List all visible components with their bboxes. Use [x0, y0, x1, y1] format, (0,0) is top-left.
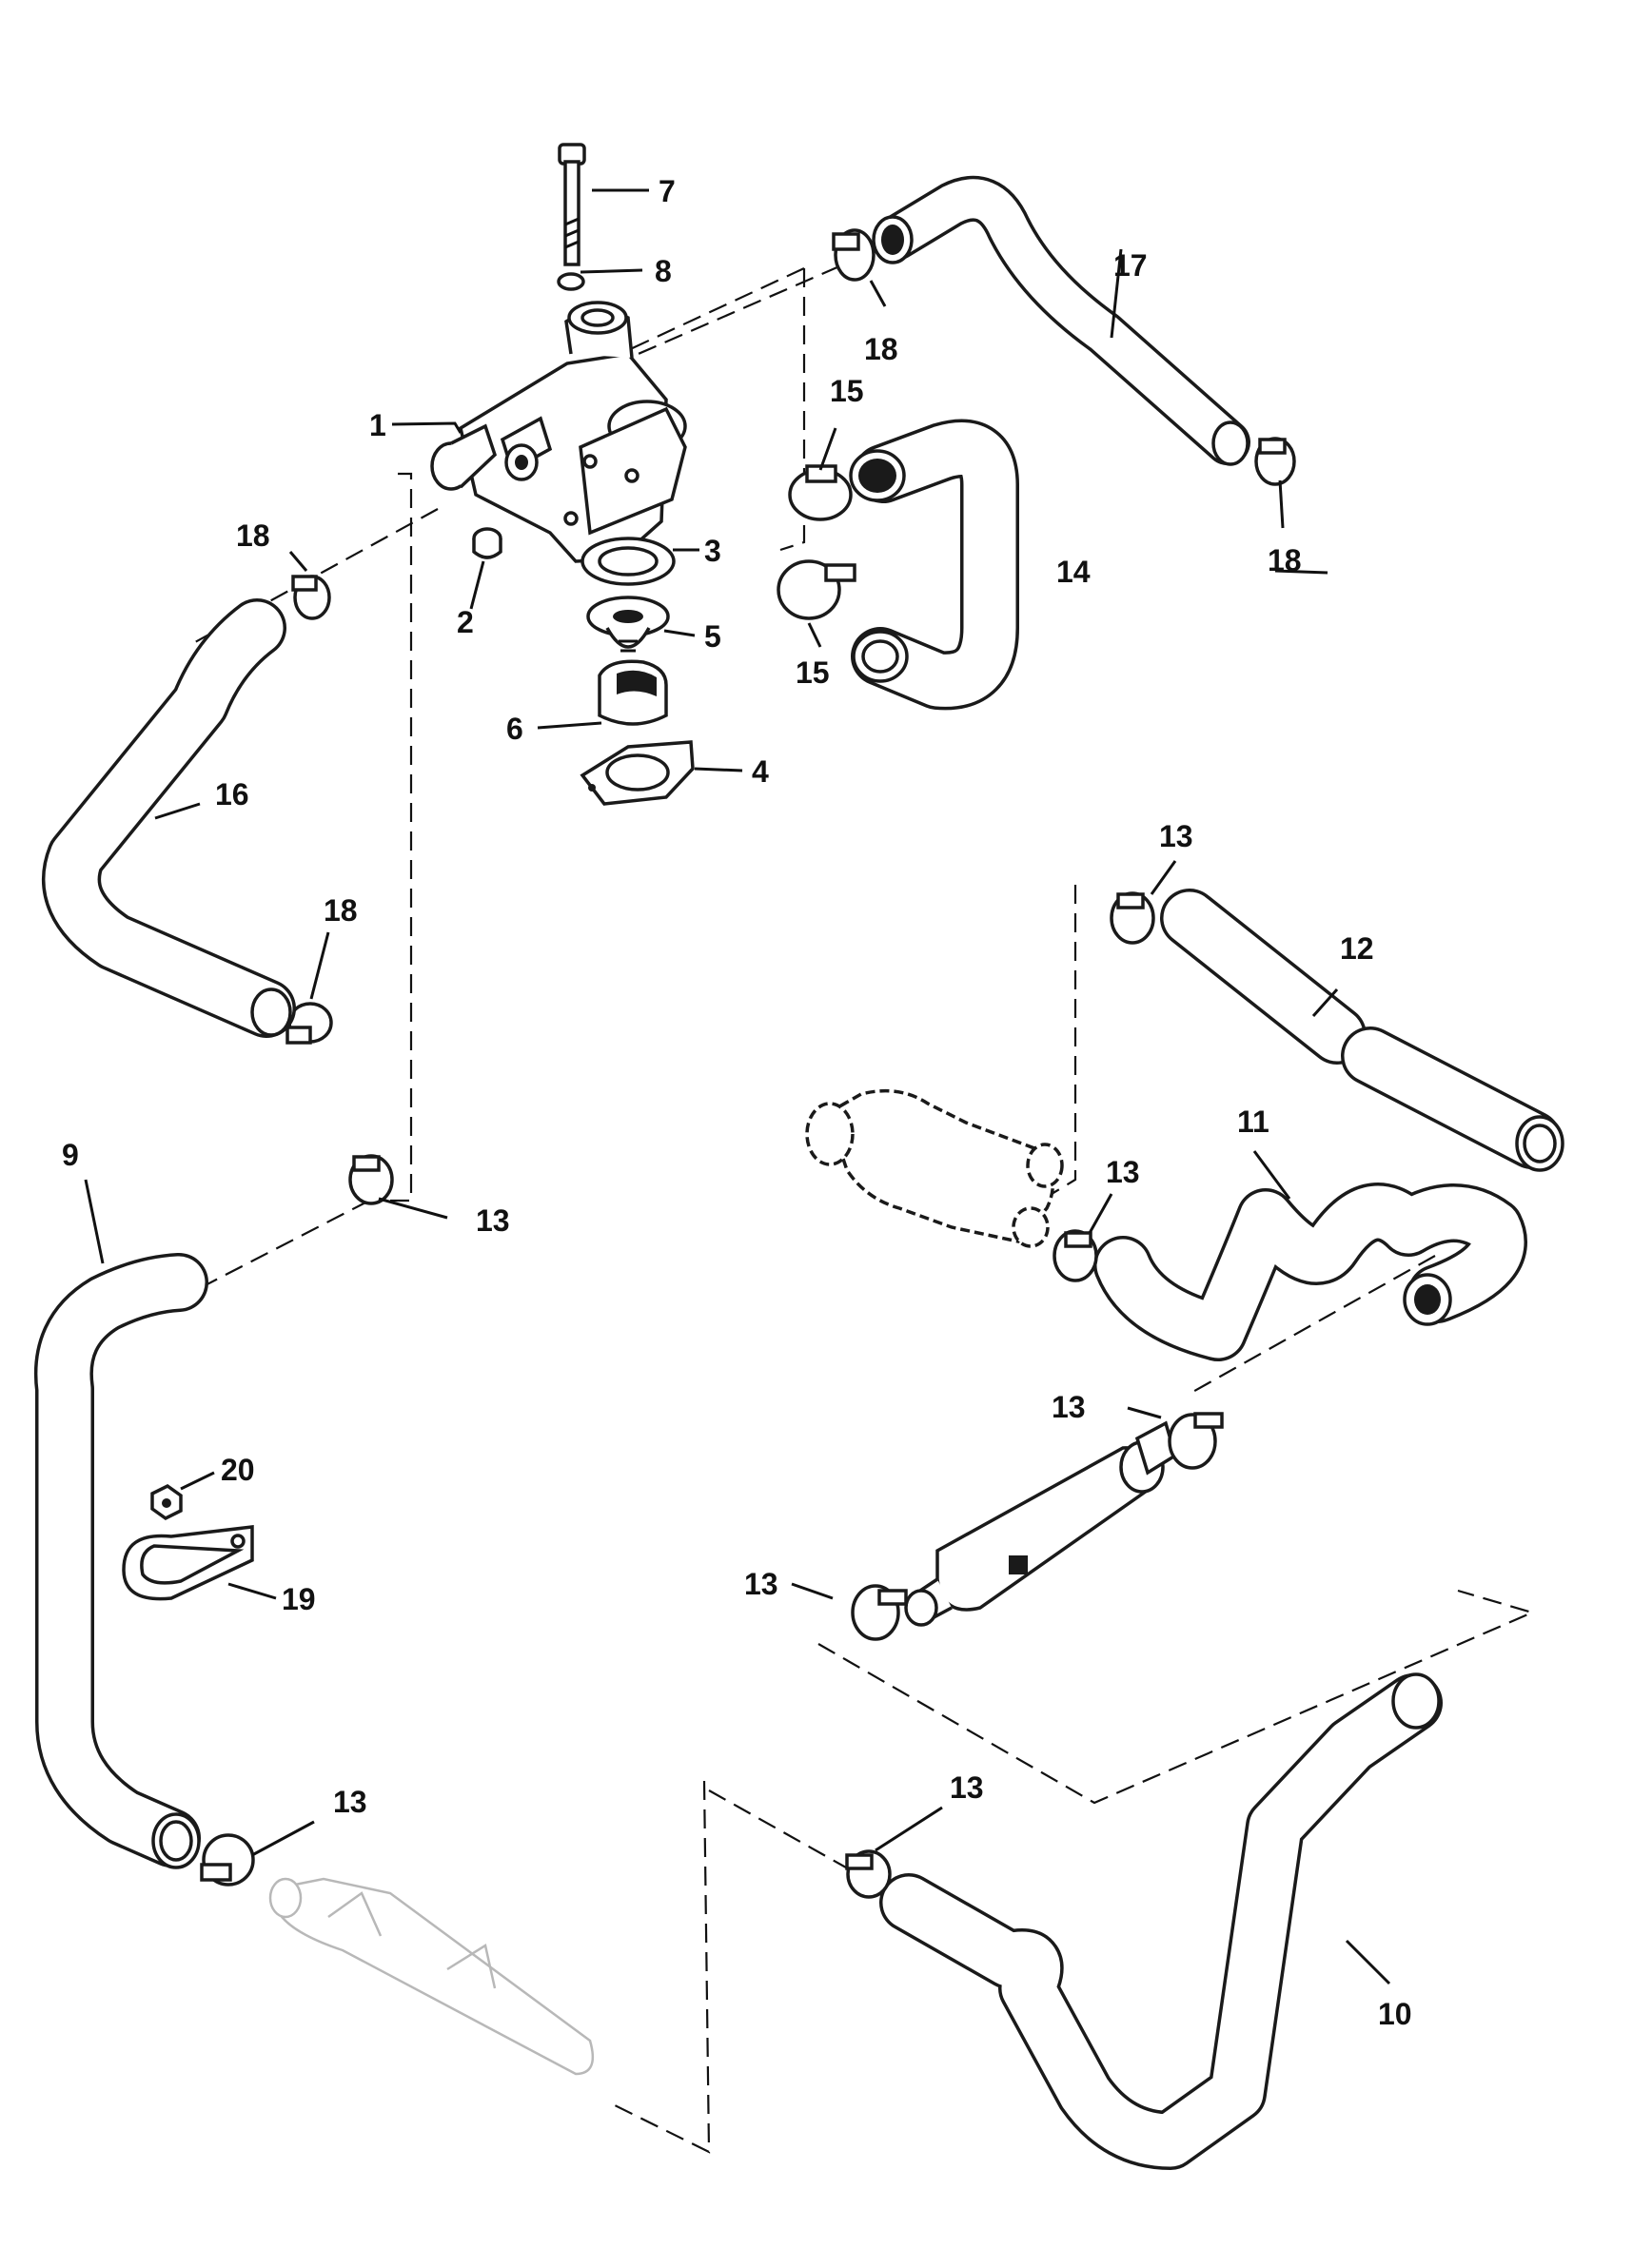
hose-clamp-18-left-bottom: [285, 1002, 333, 1045]
callout-4: 4: [752, 754, 769, 789]
hose-clamp-13-mid: [1053, 1229, 1098, 1282]
hose-clamp-13-exchanger-bottom: [851, 1584, 908, 1641]
callout-labels: 1 2 3 4 5 6 7 8 9 10 11 12 13 13 13 13 1…: [62, 174, 1412, 2031]
callout-14: 14: [1056, 555, 1091, 589]
left-long-hose: [34, 1253, 208, 1869]
callout-10: 10: [1378, 1997, 1412, 2031]
wavy-hose: [1093, 1183, 1527, 1361]
callout-13-exchanger-top: 13: [1052, 1390, 1086, 1424]
u-bypass-hose: [849, 419, 1019, 711]
hose-clamp-13-bottom-right: [845, 1849, 892, 1899]
callout-11: 11: [1237, 1105, 1269, 1139]
thermostat: [586, 596, 670, 653]
callout-1: 1: [369, 408, 386, 442]
thermostat-seal: [580, 537, 676, 586]
callout-18-right: 18: [1268, 543, 1302, 577]
leader-lines: [84, 188, 1391, 1985]
hose-clamp-13-left: [348, 1154, 394, 1205]
callout-18-left-bottom: 18: [324, 893, 358, 928]
callout-16: 16: [215, 777, 249, 811]
callout-13-bottom-left: 13: [333, 1785, 367, 1819]
hose-clamp-13-bottom-left: [200, 1833, 255, 1887]
callout-7: 7: [659, 174, 676, 208]
callout-19: 19: [282, 1582, 316, 1616]
bolt: [558, 143, 586, 266]
bracket-nut: [150, 1483, 183, 1521]
callout-2: 2: [457, 605, 474, 639]
hose-clamp-13-top-right: [1110, 891, 1155, 945]
housing-gasket: [580, 740, 695, 806]
callout-17: 17: [1113, 248, 1148, 283]
straight-hose: [1160, 889, 1564, 1172]
thermostat-housing: [430, 301, 687, 563]
callout-20: 20: [221, 1453, 255, 1487]
callout-3: 3: [704, 534, 721, 568]
callout-5: 5: [704, 619, 721, 654]
callout-13-bottom-right: 13: [950, 1770, 984, 1805]
callout-13-top-right: 13: [1159, 819, 1193, 853]
callout-12: 12: [1340, 931, 1374, 966]
callout-6: 6: [506, 712, 523, 746]
optional-cooler: [805, 1088, 1064, 1248]
callout-18-top: 18: [864, 332, 898, 366]
left-s-hose: [42, 598, 296, 1038]
hose-bracket: [122, 1525, 254, 1601]
thermostat-sleeve: [598, 659, 668, 726]
callout-15-lower: 15: [796, 655, 830, 690]
hose-clamp-18-right: [1254, 437, 1296, 486]
bottom-right-hose: [879, 1672, 1443, 2170]
upper-right-hose: [872, 175, 1250, 466]
drain-plug: [472, 527, 502, 559]
hose-clamp-15-upper: [788, 464, 853, 521]
hose-clamp-18-left-top: [291, 575, 331, 620]
hose-clamp-13-exchanger-top: [1168, 1412, 1224, 1470]
heat-exchanger: [904, 1420, 1178, 1627]
callout-13-left: 13: [476, 1203, 510, 1238]
callout-13-exchanger-bottom: 13: [744, 1567, 778, 1601]
hose-clamp-15-lower: [777, 559, 856, 620]
washer: [557, 272, 585, 291]
callout-9: 9: [62, 1138, 79, 1172]
callout-13-mid: 13: [1106, 1155, 1140, 1189]
callout-18-left-top: 18: [236, 518, 270, 553]
hose-clamp-18-top: [832, 228, 876, 282]
callout-15-upper: 15: [830, 374, 864, 408]
faint-cooler: [268, 1877, 595, 2076]
callout-8: 8: [655, 254, 672, 288]
